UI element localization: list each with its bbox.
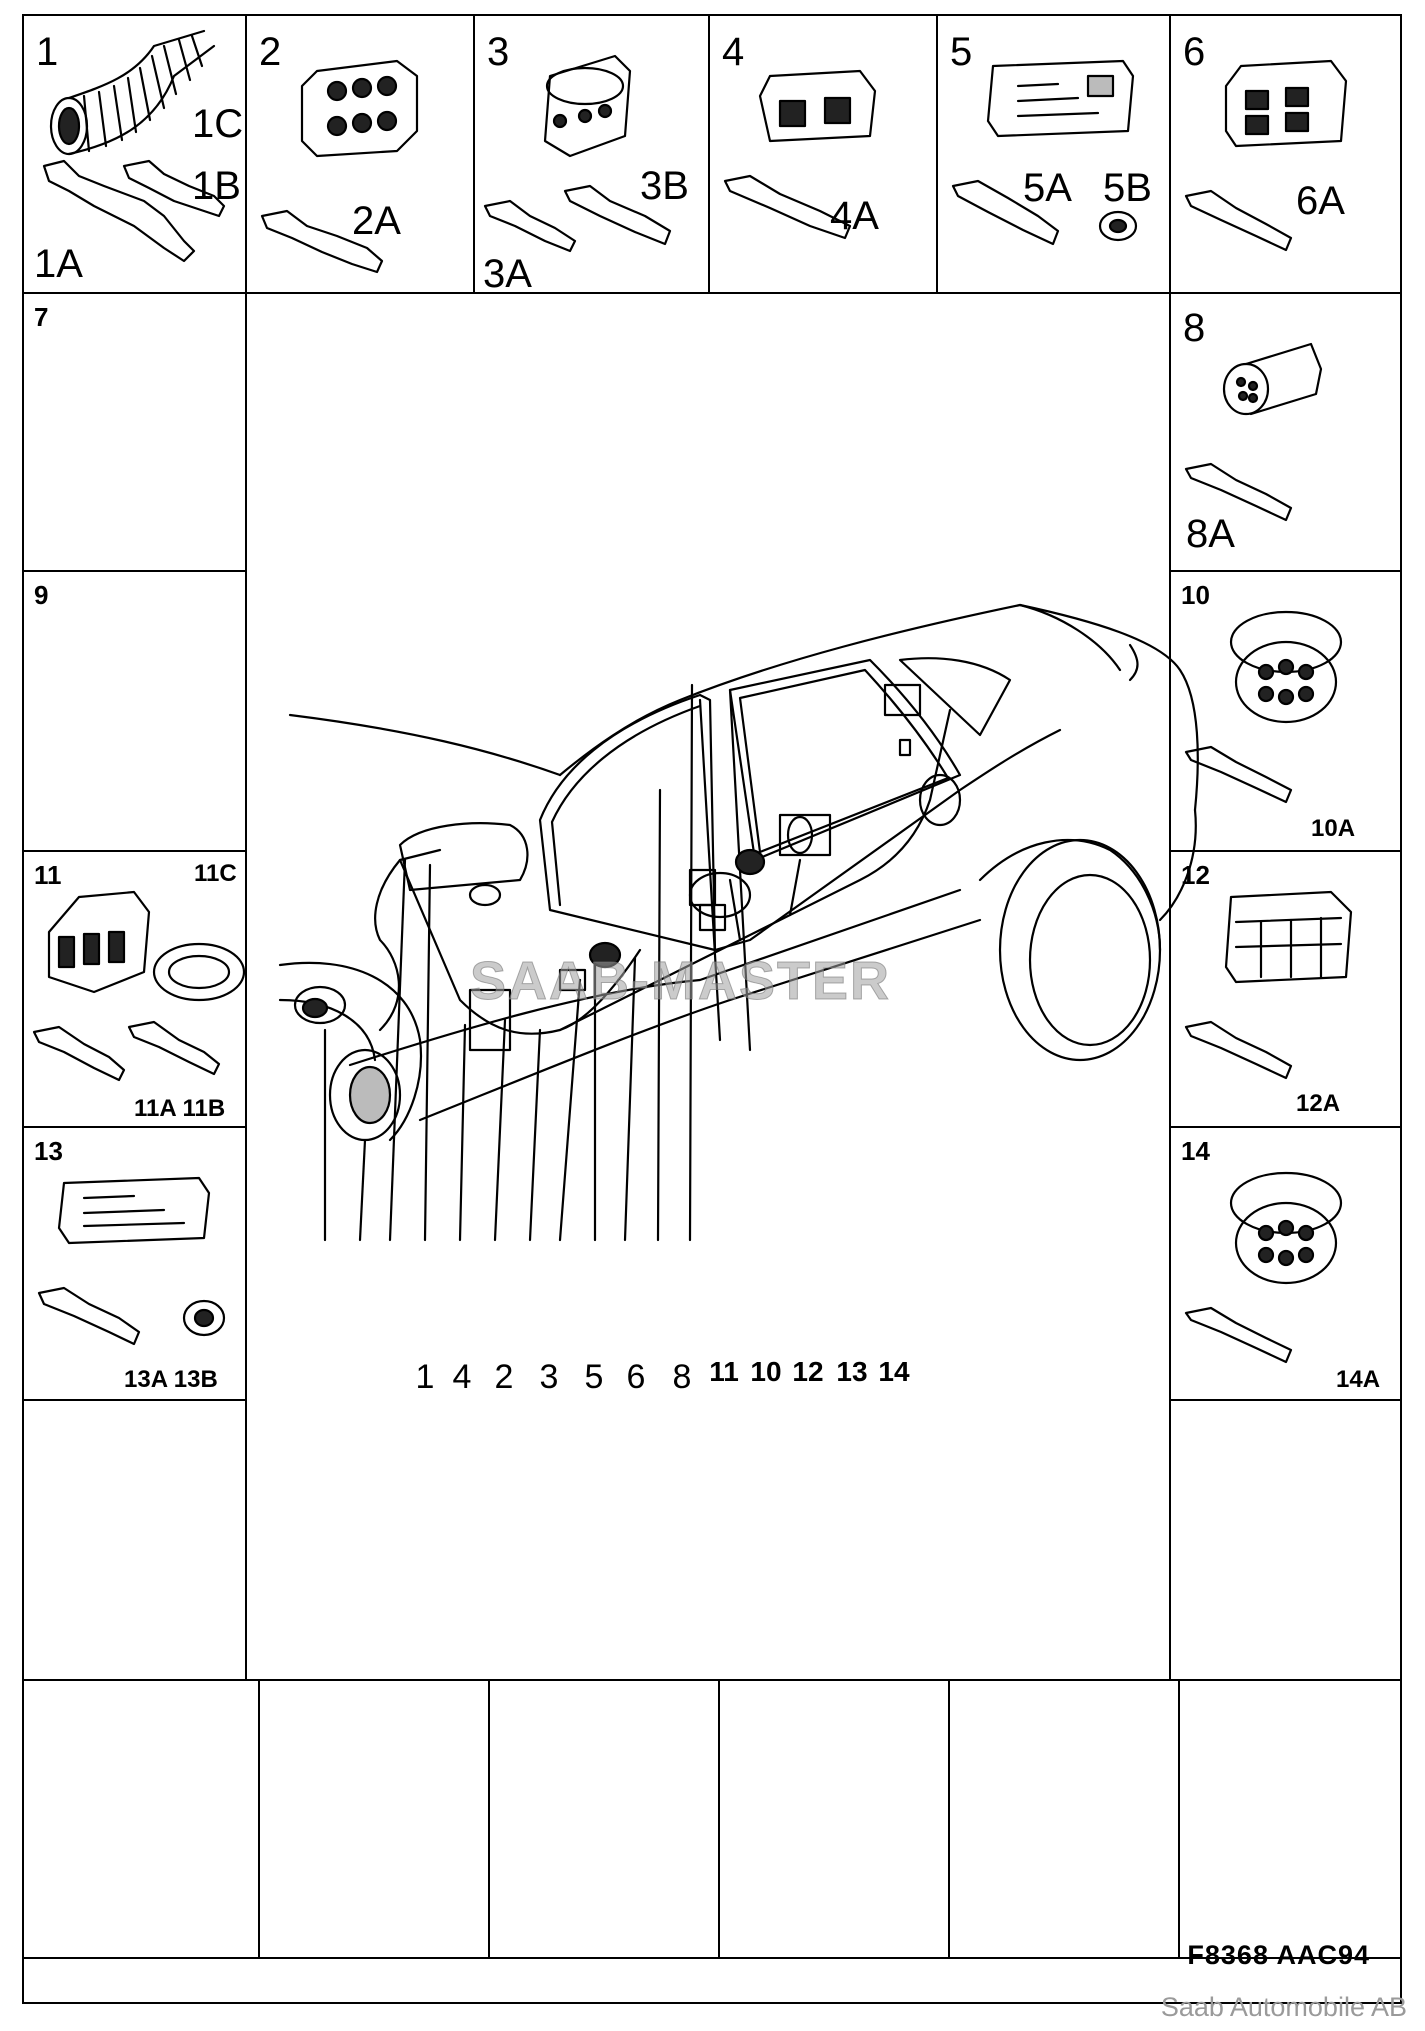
box-number: 1 — [36, 30, 59, 74]
callout-11: 11 — [709, 1356, 739, 1387]
part-label-12a: 12A — [1296, 1090, 1341, 1117]
box-4: 4 4A — [708, 14, 938, 294]
box-8: 8 8A — [1169, 292, 1402, 572]
box-7: 7 — [22, 292, 247, 572]
box-number: 4 — [722, 30, 745, 74]
connector-multirow-illustration — [1184, 890, 1353, 1080]
part-label-6a: 6A — [1296, 179, 1345, 223]
callout-6: 6 — [626, 1358, 646, 1396]
callout-5: 5 — [584, 1358, 604, 1396]
box-number: 6 — [1183, 30, 1206, 74]
box-bottom-4 — [718, 1679, 950, 1959]
callout-2: 2 — [494, 1358, 514, 1396]
part-label-10a: 10A — [1311, 815, 1356, 842]
box-right-empty — [1169, 1399, 1402, 1681]
callout-8: 8 — [672, 1358, 692, 1396]
box-number: 8 — [1183, 306, 1206, 350]
box-5: 5 5A 5B — [936, 14, 1171, 294]
part-label-11c: 11C — [194, 860, 237, 887]
sealed-connector-illustration — [1184, 1171, 1343, 1364]
box-14: 14 14A — [1169, 1126, 1402, 1401]
box-bottom-2 — [258, 1679, 490, 1959]
watermark-text: SAAB-MASTER — [470, 951, 891, 1012]
box-6: 6 6A — [1169, 14, 1402, 294]
vehicle-door-wiring-illustration — [278, 603, 1199, 1242]
callout-4: 4 — [452, 1358, 472, 1396]
part-label-5b: 5B — [1103, 166, 1152, 210]
callout-13: 13 — [836, 1356, 868, 1387]
part-label-1c: 1C — [192, 102, 244, 146]
box-bottom-6 — [1178, 1679, 1402, 1959]
part-label-3a: 3A — [483, 252, 532, 296]
box-bottom-1 — [22, 1679, 260, 1959]
box-number: 2 — [259, 30, 282, 74]
callout-3: 3 — [539, 1358, 559, 1396]
hose-connector-illustration — [42, 29, 226, 263]
sealed-connector-illustration — [1184, 610, 1343, 804]
box-11: 11 11C 11A 11B — [22, 850, 247, 1128]
box-left-empty — [22, 1399, 247, 1681]
connector-6pin-illustration — [260, 59, 419, 274]
part-label-8a: 8A — [1186, 512, 1235, 556]
box-2: 2 2A — [245, 14, 475, 294]
part-label-5a: 5A — [1023, 166, 1072, 210]
box-number: 7 — [34, 302, 49, 332]
part-label-2a: 2A — [352, 199, 401, 243]
connector-multipin-illustration — [951, 59, 1138, 246]
box-9: 9 — [22, 570, 247, 852]
box-3: 3 3B 3A — [473, 14, 710, 294]
part-label-1a: 1A — [34, 242, 83, 286]
box-number: 11 — [34, 860, 62, 890]
box-number: 10 — [1181, 580, 1210, 610]
box-12: 12 12A — [1169, 850, 1402, 1128]
callout-10: 10 — [750, 1356, 782, 1387]
copyright-text: Saab Automobile AB — [1160, 1992, 1407, 2022]
part-label-14a: 14A — [1336, 1366, 1381, 1393]
part-label-4a: 4A — [830, 194, 879, 238]
connector-block-illustration — [37, 1176, 226, 1346]
box-number: 5 — [950, 30, 973, 74]
callout-1: 1 — [415, 1358, 435, 1396]
box-1: 1 1C 1B 1A — [22, 14, 247, 294]
figure-reference: F8368 AAC94 — [1187, 1940, 1370, 1970]
box-number: 13 — [34, 1136, 63, 1166]
box-bottom-5 — [948, 1679, 1180, 1959]
connector-4pin-illustration — [723, 69, 877, 240]
box-number: 9 — [34, 580, 49, 610]
connector-square-illustration — [1184, 59, 1348, 252]
round-plug-illustration — [1184, 342, 1323, 522]
box-number: 3 — [487, 30, 510, 74]
box-number: 14 — [1181, 1136, 1210, 1166]
part-label-13a-13b: 13A 13B — [124, 1366, 218, 1393]
box-13: 13 13A 13B — [22, 1126, 247, 1401]
box-bottom-3 — [488, 1679, 720, 1959]
box-10: 10 10A — [1169, 570, 1402, 852]
part-label-3b: 3B — [640, 164, 689, 208]
callout-14: 14 — [878, 1356, 910, 1387]
part-label-11a-11b: 11A 11B — [134, 1095, 226, 1122]
connector-round-illustration — [483, 54, 672, 253]
callout-12: 12 — [792, 1356, 824, 1387]
relay-connector-illustration — [32, 890, 246, 1082]
box-number: 12 — [1181, 860, 1210, 890]
